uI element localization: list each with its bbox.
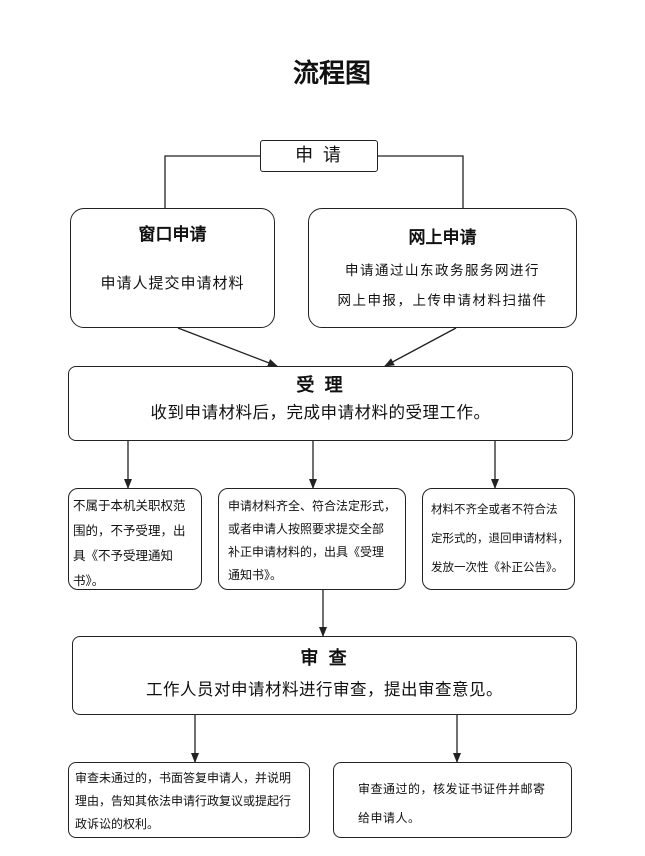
accept-title: 受 理 <box>296 375 345 396</box>
review-pass-node: 审查通过的，核发证书证件并邮寄 给申请人。 <box>333 762 572 838</box>
accept-text: 收到申请材料后，完成申请材料的受理工作。 <box>69 400 572 426</box>
online-apply-text: 申请通过山东政务服务网进行 网上申报，上传申请材料扫描件 <box>309 256 576 316</box>
arrow-window-to-accept <box>177 327 278 367</box>
accepted-text: 申请材料齐全、符合法定形式， 或者申请人按照要求提交全部 补正申请材料的，出具《… <box>219 495 405 587</box>
text-line: 申请人提交申请材料 <box>100 274 245 292</box>
online-apply-node: 网上申请 申请通过山东政务服务网进行 网上申报，上传申请材料扫描件 <box>308 208 577 328</box>
review-text: 工作人员对申请材料进行审查，提出审查意见。 <box>73 677 576 703</box>
review-title: 审 查 <box>300 648 349 669</box>
text-line: 书》。 <box>73 573 105 588</box>
apply-node-label: 申 请 <box>295 145 343 166</box>
review-node: 审 查 工作人员对申请材料进行审查，提出审查意见。 <box>72 636 577 715</box>
text-line: 工作人员对申请材料进行审查，提出审查意见。 <box>146 680 503 699</box>
review-fail-text: 审查未通过的，书面答复申请人，并说明 理由，告知其依法申请行政复议或提起行 政诉… <box>69 767 309 836</box>
connector-apply-to-online <box>378 155 464 208</box>
text-line: 围的，不予受理，出 <box>73 523 186 538</box>
window-apply-title: 窗口申请 <box>138 225 207 245</box>
review-fail-node: 审查未通过的，书面答复申请人，并说明 理由，告知其依法申请行政复议或提起行 政诉… <box>68 762 310 838</box>
text-line: 通知书》。 <box>228 568 283 582</box>
text-line: 或者申请人按照要求提交全部 <box>228 522 385 536</box>
reject-node: 不属于本机关职权范 围的，不予受理，出 具《不予受理通知 书》。 <box>68 488 202 590</box>
text-line: 材料不齐全或者不符合法 <box>431 502 558 516</box>
text-line: 收到申请材料后，完成申请材料的受理工作。 <box>150 403 491 422</box>
accept-node: 受 理 收到申请材料后，完成申请材料的受理工作。 <box>68 366 573 441</box>
text-line: 政诉讼的权利。 <box>75 817 160 831</box>
connector-apply-to-window <box>164 155 260 208</box>
text-line: 定形式的，退回申请材料， <box>431 531 569 545</box>
supplement-text: 材料不齐全或者不符合法 定形式的，退回申请材料， 发放一次性《补正公告》。 <box>423 495 574 582</box>
reject-text: 不属于本机关职权范 围的，不予受理，出 具《不予受理通知 书》。 <box>69 493 201 593</box>
text-line: 补正申请材料的，出具《受理 <box>228 545 385 559</box>
window-apply-node: 窗口申请 申请人提交申请材料 <box>70 208 275 328</box>
text-line: 理由，告知其依法申请行政复议或提起行 <box>75 794 292 808</box>
text-line: 给申请人。 <box>358 811 421 825</box>
text-line: 申请材料齐全、符合法定形式， <box>228 499 397 513</box>
text-line: 不属于本机关职权范 <box>73 498 186 513</box>
text-line: 审查未通过的，书面答复申请人，并说明 <box>75 771 292 785</box>
text-line: 发放一次性《补正公告》。 <box>431 560 564 574</box>
apply-node: 申 请 <box>260 140 378 172</box>
online-apply-title: 网上申请 <box>408 228 477 248</box>
review-pass-text: 审查通过的，核发证书证件并邮寄 给申请人。 <box>334 775 571 833</box>
accepted-node: 申请材料齐全、符合法定形式， 或者申请人按照要求提交全部 补正申请材料的，出具《… <box>218 488 406 590</box>
supplement-node: 材料不齐全或者不符合法 定形式的，退回申请材料， 发放一次性《补正公告》。 <box>422 488 575 590</box>
text-line: 具《不予受理通知 <box>73 548 174 563</box>
text-line: 审查通过的，核发证书证件并邮寄 <box>358 782 546 796</box>
window-apply-text: 申请人提交申请材料 <box>71 271 274 295</box>
text-line: 网上申报，上传申请材料扫描件 <box>337 293 548 309</box>
text-line: 申请通过山东政务服务网进行 <box>345 263 540 279</box>
arrow-online-to-accept <box>384 327 457 367</box>
flowchart-title: 流程图 <box>292 59 371 89</box>
